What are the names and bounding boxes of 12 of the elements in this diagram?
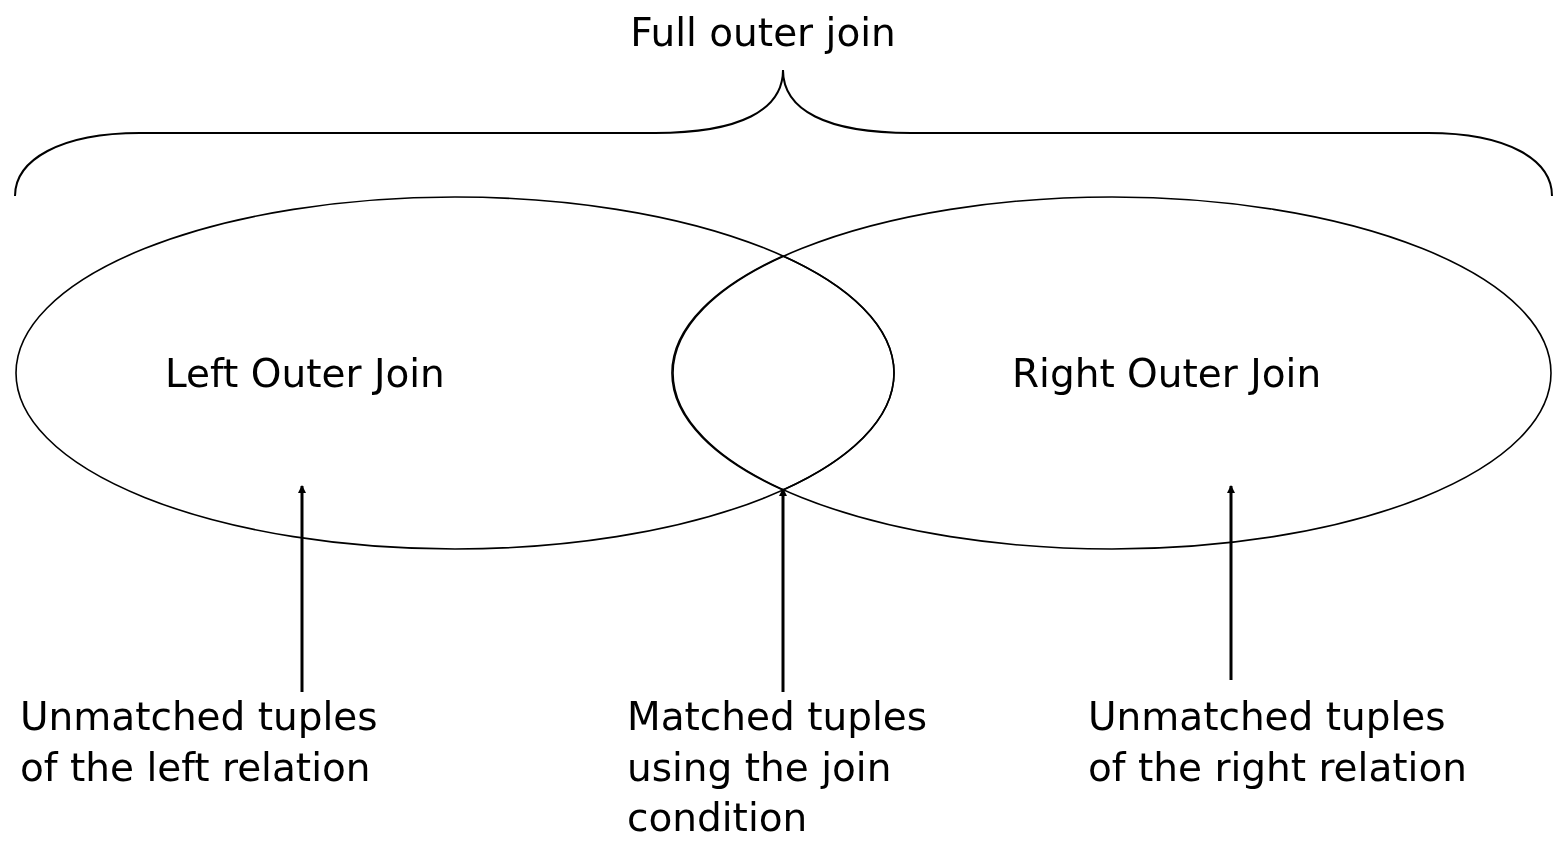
set-label: Right Outer Join [1012,351,1322,398]
set-label: Left Outer Join [165,351,445,398]
overlap-region [672,255,896,491]
leader-arrow [1227,485,1235,680]
bracket-label: Full outer join [630,10,896,55]
set-ellipse [672,196,1552,550]
leader-arrow [779,488,787,692]
callout-text: Unmatched tuples of the right relation [1088,692,1566,794]
callout-text: Unmatched tuples of the left relation [20,692,470,794]
callout-text: Matched tuples using the join condition [627,692,1017,845]
set-ellipse [15,196,895,550]
leader-arrow [298,485,306,692]
